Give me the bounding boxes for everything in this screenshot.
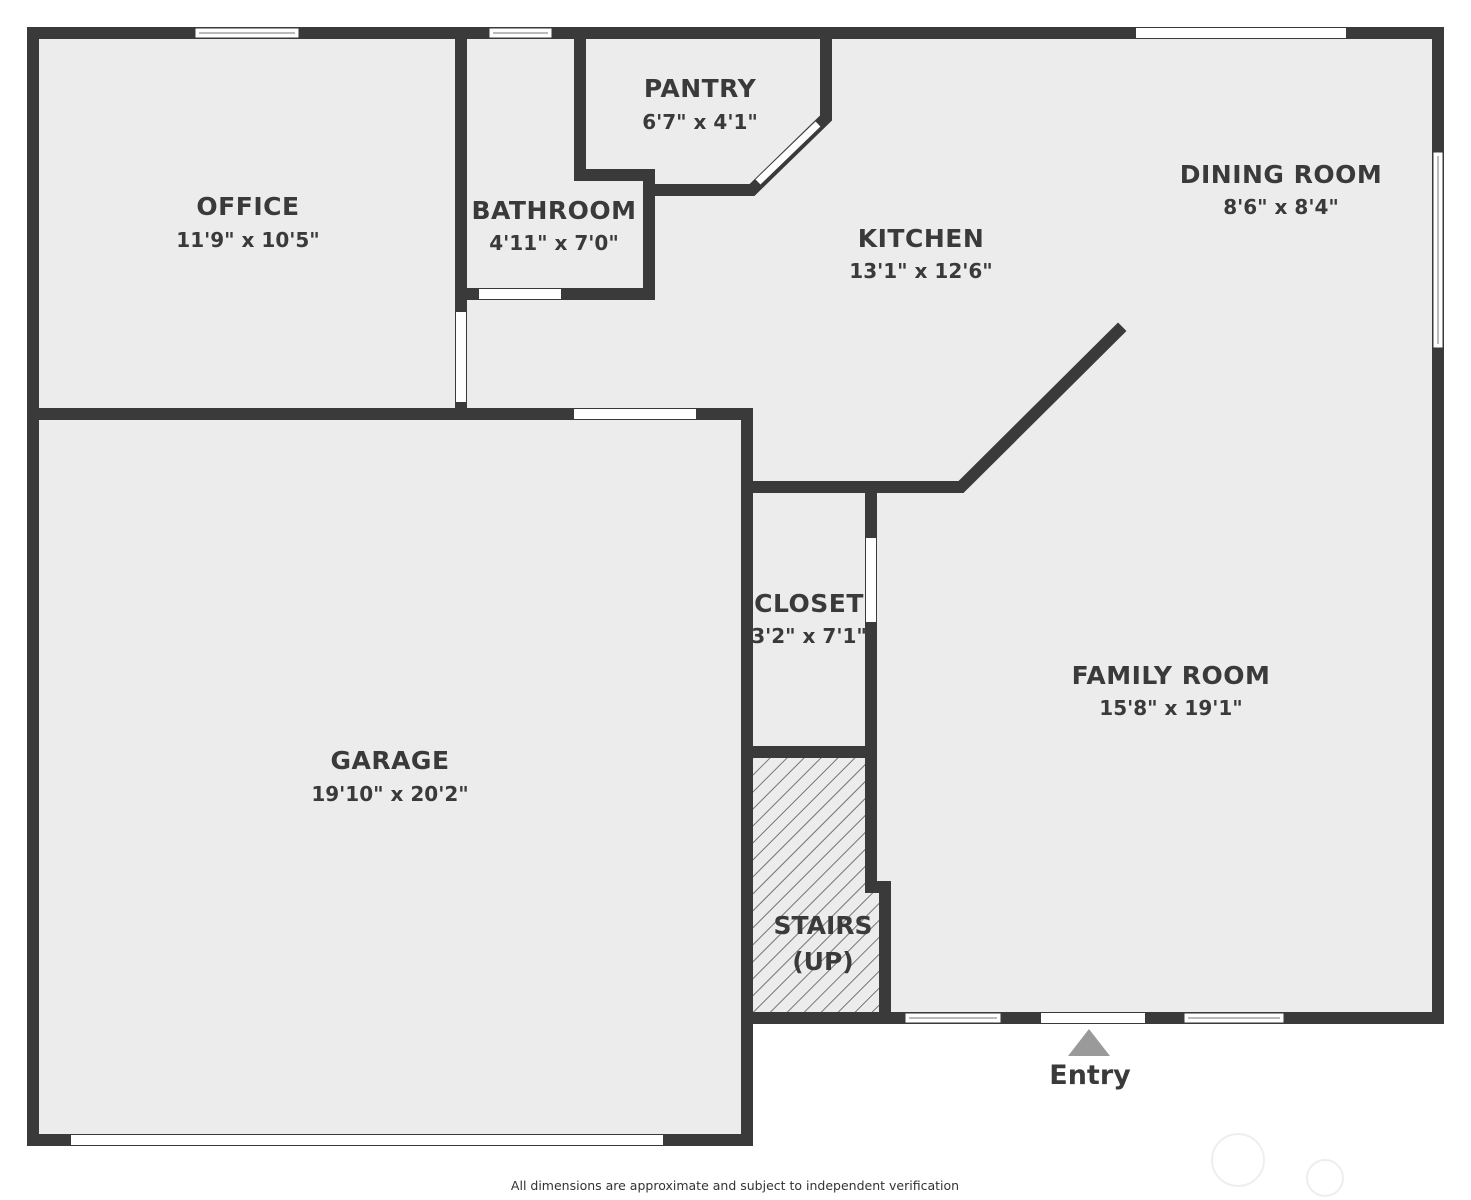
stairs-label-line2: (UP): [792, 947, 854, 976]
room-name-pantry: PANTRY: [643, 74, 757, 103]
room-name-family-room: FAMILY ROOM: [1071, 661, 1271, 690]
opening-kitchen-north: [1136, 28, 1346, 38]
garage-door: [71, 1135, 663, 1145]
entry-arrow-icon: [1068, 1029, 1110, 1056]
room-name-garage: GARAGE: [330, 746, 450, 775]
door-office: [456, 312, 466, 402]
door-pantry: [755, 121, 821, 185]
floor-areas: [33, 33, 1438, 1140]
stairs-hatch: [753, 752, 885, 1012]
wall-stairs-jog: [865, 881, 891, 1018]
room-dims-office: 11'9" x 10'5": [176, 228, 320, 252]
room-name-closet: CLOSET: [754, 589, 864, 618]
room-dims-kitchen: 13'1" x 12'6": [849, 259, 993, 283]
room-dims-bathroom: 4'11" x 7'0": [489, 231, 619, 255]
room-name-dining-room: DINING ROOM: [1179, 160, 1383, 189]
openings: [71, 27, 1444, 1145]
room-dims-dining-room: 8'6" x 8'4": [1223, 195, 1339, 219]
room-name-office: OFFICE: [196, 192, 300, 221]
door-bathroom: [479, 289, 561, 299]
room-dims-pantry: 6'7" x 4'1": [642, 110, 758, 134]
door-entry: [1041, 1013, 1145, 1023]
room-name-kitchen: KITCHEN: [857, 224, 985, 253]
floor-garage: [33, 414, 747, 1140]
watermark-circle-large: [1211, 1133, 1265, 1187]
watermark-circle-small: [1306, 1159, 1344, 1197]
door-garage: [574, 409, 696, 419]
room-dims-garage: 19'10" x 20'2": [311, 782, 469, 806]
stairs-label-line1: STAIRS: [773, 911, 873, 940]
outer-wall: [27, 27, 1444, 1146]
entry-label: Entry: [1049, 1060, 1131, 1091]
walls: [27, 27, 1444, 1146]
stairs-label: STAIRS (UP): [773, 908, 872, 980]
wall-pantry: [574, 27, 832, 196]
room-dims-family-room: 15'8" x 19'1": [1099, 696, 1243, 720]
wall-kitchen-divider: [741, 322, 1127, 493]
room-dims-closet: 3'2" x 7'1": [751, 624, 867, 648]
disclaimer-text: All dimensions are approximate and subje…: [510, 1178, 960, 1193]
door-closet: [866, 538, 876, 622]
room-name-bathroom: BATHROOM: [471, 196, 637, 225]
